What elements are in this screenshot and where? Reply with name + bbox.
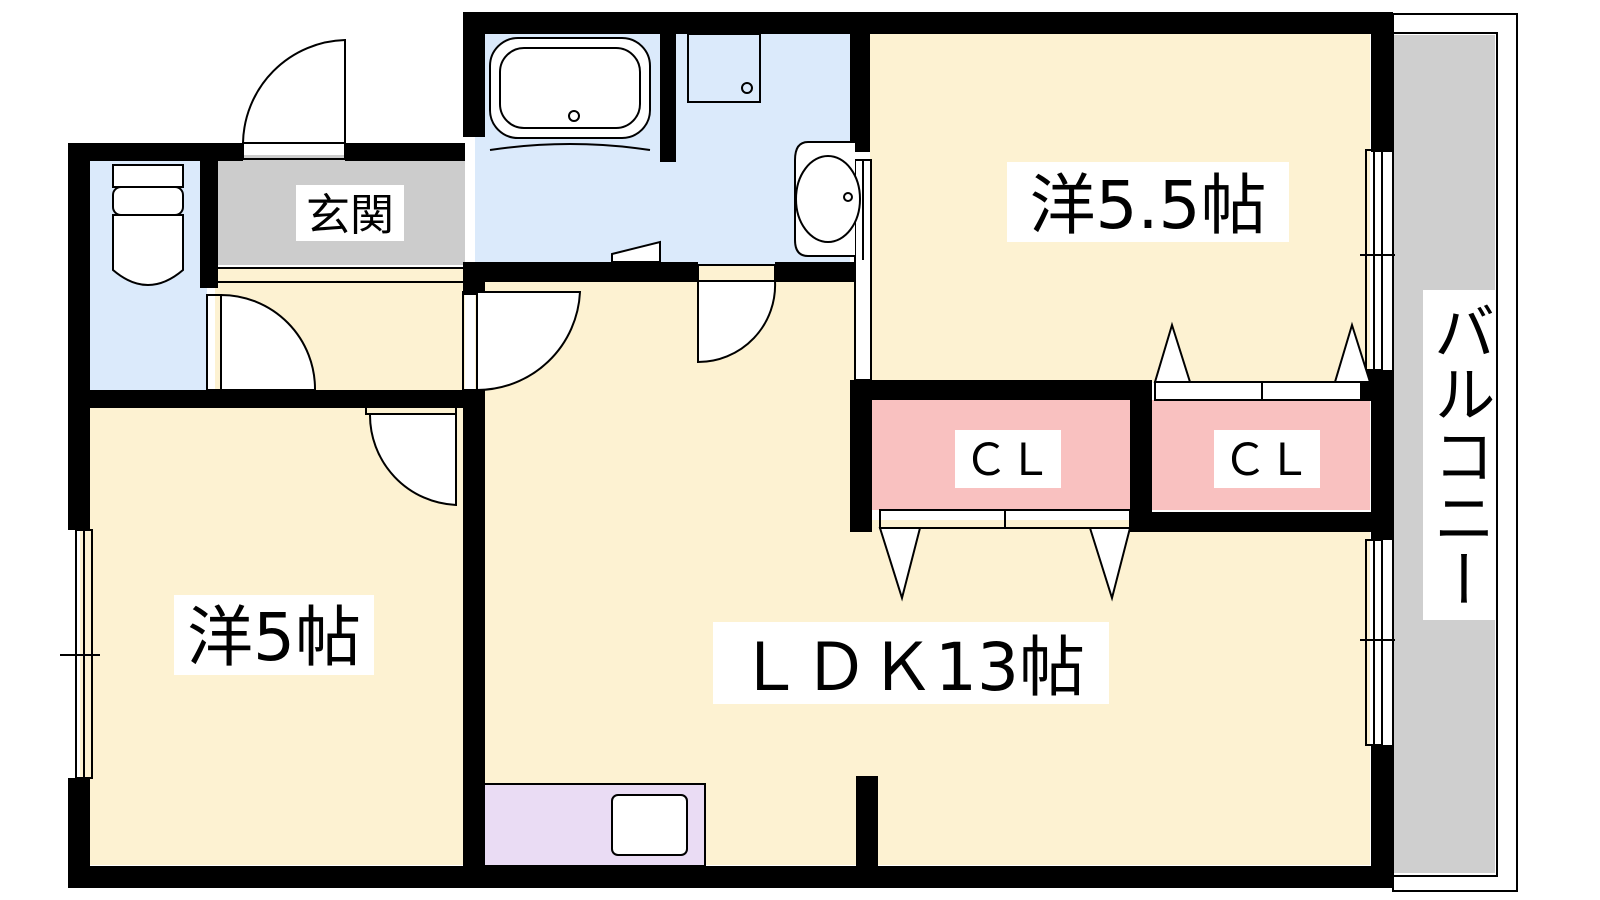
toilet-door xyxy=(220,293,317,391)
room-label-western-left: 洋5帖 xyxy=(187,599,361,676)
washing-drain-icon xyxy=(741,82,753,94)
wall-left-upper xyxy=(68,143,90,530)
wall-closet-right-bottom xyxy=(1130,512,1393,532)
wall-top-entrance xyxy=(345,143,465,161)
room-label-ldk: ＬＤＫ13帖 xyxy=(737,629,1085,706)
wall-right-mid xyxy=(1371,370,1393,540)
wash-basin-bowl-icon xyxy=(795,155,861,243)
wall-bottom xyxy=(68,866,1393,888)
doors xyxy=(220,38,777,507)
bedroom-left-door xyxy=(368,413,457,507)
washing-machine-pan-icon xyxy=(687,33,761,103)
fixtures xyxy=(112,33,861,856)
toilet-seat-top-icon xyxy=(112,186,184,216)
bathtub-inner-icon xyxy=(499,47,641,129)
toilet-bowl-icon xyxy=(112,214,184,286)
front-door xyxy=(241,38,346,144)
washroom-door xyxy=(697,280,777,364)
wall-bath-wash xyxy=(660,22,676,162)
wall-bath-left xyxy=(463,12,485,137)
bath-door-icon xyxy=(611,240,661,263)
wall-right-top xyxy=(1371,12,1393,152)
toilet-tank-icon xyxy=(112,164,184,188)
hall-door xyxy=(476,291,582,392)
wall-top-left xyxy=(68,143,243,161)
wall-ldk-stub xyxy=(856,776,878,888)
wall-center-lower xyxy=(463,390,485,888)
room-label-entrance: 玄関 xyxy=(306,190,394,241)
room-label-closet-left: ＣＬ xyxy=(964,435,1052,486)
bathtub-icon xyxy=(489,37,651,139)
room-labels: 洋5.5帖 洋5帖 ＬＤＫ13帖 玄関 ＣＬ ＣＬ バルコニー xyxy=(174,162,1496,706)
wall-toilet-right xyxy=(200,143,218,288)
closet-doors xyxy=(878,321,1372,602)
wall-closet-top xyxy=(850,380,1140,400)
wall-right-bottom xyxy=(1371,745,1393,888)
bath-floor-edge xyxy=(489,143,651,151)
wall-top xyxy=(463,12,1393,34)
sink-icon xyxy=(611,794,688,856)
wall-wash-bottom xyxy=(775,262,855,282)
room-label-balcony: バルコニー xyxy=(1423,300,1496,610)
room-label-closet-right: ＣＬ xyxy=(1223,435,1311,486)
bathtub-drain-icon xyxy=(568,110,580,122)
faucet-icon xyxy=(843,192,853,202)
room-label-western-right: 洋5.5帖 xyxy=(1030,167,1267,244)
wall-closet-divider xyxy=(1130,380,1152,532)
wall-wash-right xyxy=(850,22,870,152)
wall-closet-left xyxy=(850,380,872,532)
walls xyxy=(68,12,1393,888)
wall-bath-bottom xyxy=(463,262,698,282)
thin-lines xyxy=(60,142,1395,779)
wall-left-lower xyxy=(68,778,90,888)
